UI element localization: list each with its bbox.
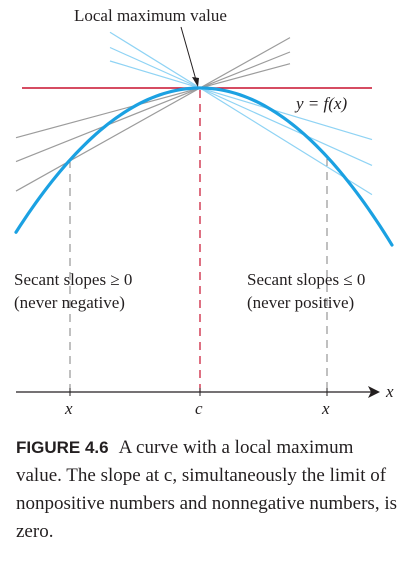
- left-secant-lines: [15, 37, 291, 192]
- x-axis-arrowhead: [368, 386, 380, 398]
- diagram-canvas: [14, 26, 394, 398]
- tick-label-left-x: x: [65, 399, 73, 418]
- figure-area: Local maximum value y = f(x) Secant slop…: [14, 6, 394, 418]
- left-secant-text-2: (never negative): [14, 293, 125, 312]
- right-secant-line-1: [109, 60, 373, 141]
- curve-label: y = f(x): [296, 94, 348, 113]
- caption-figure-id: FIGURE 4.6: [16, 438, 109, 457]
- curve-f: [14, 86, 394, 247]
- left-secant-line-3: [15, 63, 291, 139]
- right-secant-text-2: (never positive): [247, 293, 355, 312]
- tick-label-c: c: [195, 399, 203, 418]
- left-secant-line-1: [15, 37, 291, 192]
- annotation-arrowhead: [192, 77, 199, 87]
- right-secant-text-1: Secant slopes ≤ 0: [247, 270, 366, 289]
- caption-text: A curve with a local maximum value. The …: [16, 437, 397, 542]
- annotation-pointer: [180, 26, 197, 81]
- local-max-label: Local maximum value: [74, 6, 227, 25]
- axis-label-x: x: [386, 382, 394, 401]
- left-secant-text-1: Secant slopes ≥ 0: [14, 270, 133, 289]
- right-secant-line-2: [109, 46, 373, 166]
- right-secant-lines: [109, 31, 373, 196]
- left-secant-line-2: [15, 51, 291, 163]
- right-secant-line-3: [109, 31, 373, 196]
- tick-label-right-x: x: [322, 399, 330, 418]
